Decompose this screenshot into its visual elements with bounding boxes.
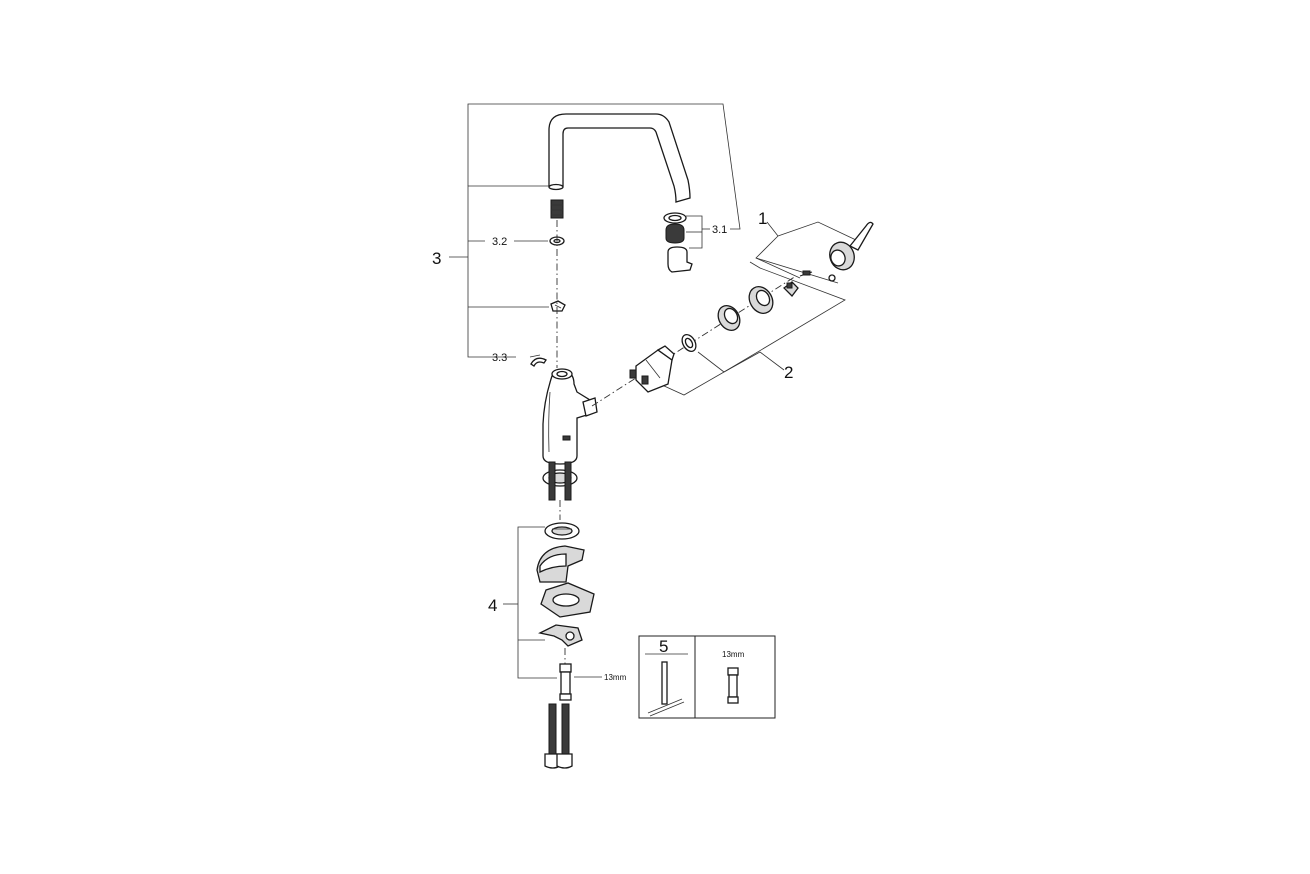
inset-wrench-size-label: 13mm <box>722 650 745 659</box>
bracket-group-3 <box>449 103 741 358</box>
set-screw <box>799 270 813 277</box>
inset-threaded-rod <box>727 667 739 704</box>
label-part-5: 5 <box>659 637 668 656</box>
key-tool <box>647 661 685 717</box>
threaded-sleeve <box>717 305 741 331</box>
label-part-2: 2 <box>784 363 793 382</box>
faucet-body <box>542 368 598 465</box>
tools-inset-5 <box>638 635 776 719</box>
bracket-group-4 <box>503 526 557 679</box>
cartridge <box>629 345 675 393</box>
wrench-size-label: 13mm <box>604 673 627 682</box>
horseshoe-washer <box>538 624 583 647</box>
threaded-rod: 13mm <box>559 648 627 701</box>
mounting-plate <box>540 582 595 618</box>
escutcheon-ring <box>748 286 774 314</box>
adapter <box>783 281 799 297</box>
center-clip <box>550 300 566 312</box>
spout <box>548 113 691 219</box>
label-part-3-2: 3.2 <box>492 236 507 248</box>
lower-hoses <box>544 703 573 769</box>
o-ring <box>681 333 697 353</box>
cap-button <box>828 274 836 282</box>
aerator-parts-3-1 <box>663 212 710 273</box>
label-part-1: 1 <box>758 209 767 228</box>
label-part-4: 4 <box>488 596 497 615</box>
label-part-3-1: 3.1 <box>712 224 727 236</box>
mounting-nut <box>544 522 580 540</box>
handle <box>829 221 874 271</box>
gasket-half <box>536 545 585 583</box>
bracket-group-1 <box>755 221 857 284</box>
clip-3-3 <box>529 354 547 367</box>
bracket-group-2 <box>639 261 846 396</box>
label-part-3-3: 3.3 <box>492 352 507 364</box>
upper-hoses <box>542 461 578 520</box>
label-part-3: 3 <box>432 249 441 268</box>
